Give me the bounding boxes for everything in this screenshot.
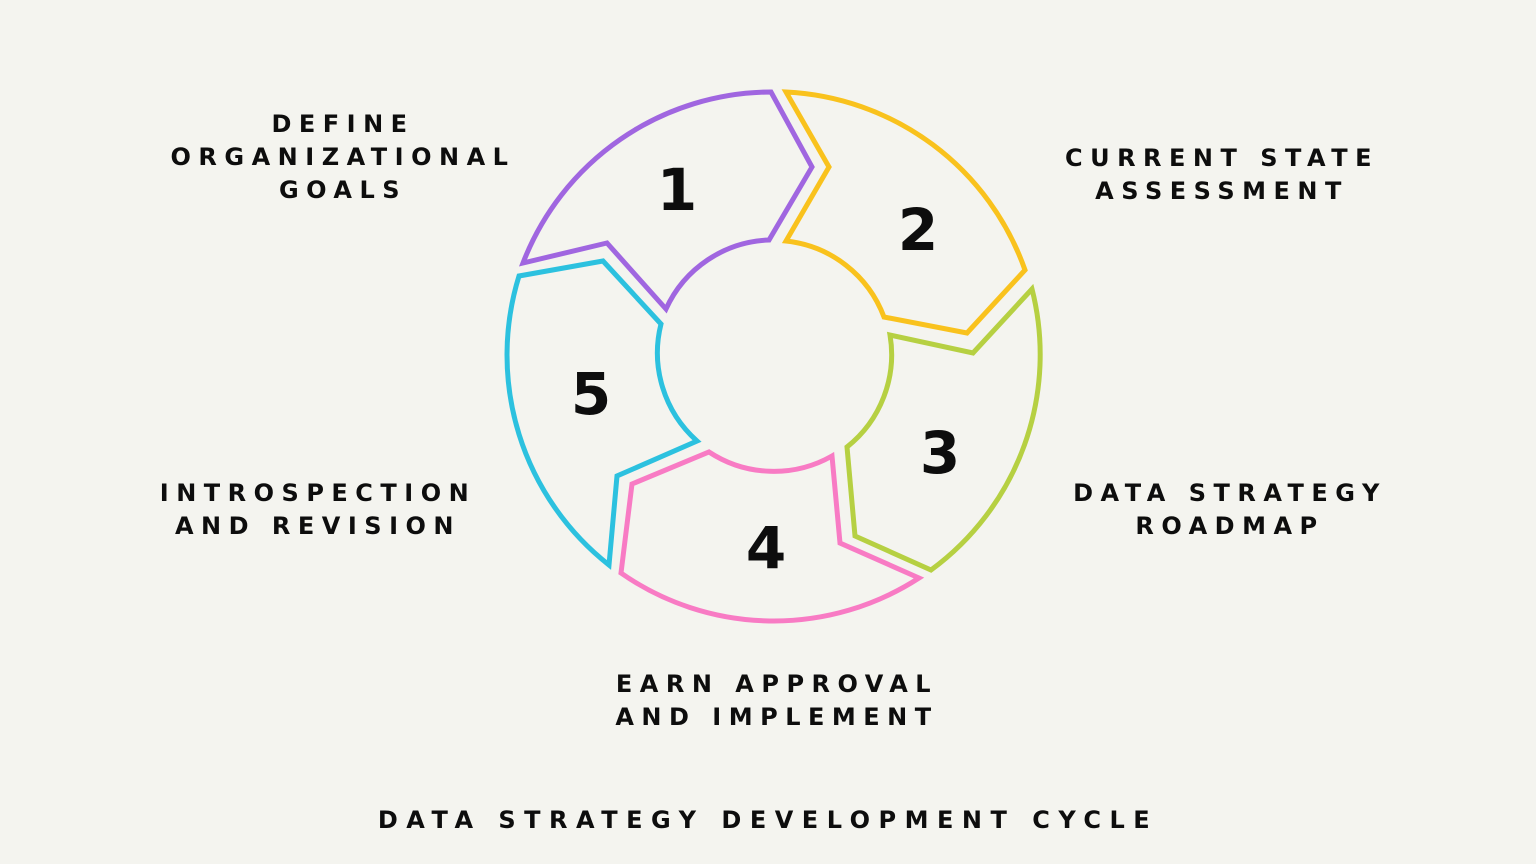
step-label-2-line-1: CURRENT STATE (1064, 144, 1380, 172)
step-label-1-line-2: ORGANIZATIONAL (170, 143, 516, 171)
step-label-4-line-1: EARN APPROVAL (615, 670, 939, 698)
cycle-segment-1 (518, 89, 815, 314)
step-label-5: INTROSPECTION AND REVISION (118, 477, 518, 543)
cycle-segment-5 (504, 258, 702, 570)
step-label-3-line-1: DATA STRATEGY (1073, 479, 1387, 507)
step-label-4-line-2: AND IMPLEMENT (615, 703, 939, 731)
step-label-1-line-1: DEFINE (271, 110, 415, 138)
step-label-4: EARN APPROVAL AND IMPLEMENT (577, 668, 977, 734)
step-number-2: 2 (898, 196, 938, 264)
step-label-1: DEFINE ORGANIZATIONAL GOALS (143, 108, 543, 207)
cycle-segment-4 (618, 449, 925, 624)
step-number-5: 5 (571, 360, 611, 428)
step-label-5-line-1: INTROSPECTION (159, 479, 477, 507)
step-label-3-line-2: ROADMAP (1135, 512, 1325, 540)
step-number-1: 1 (657, 156, 697, 224)
step-label-5-line-2: AND REVISION (174, 512, 462, 540)
step-label-2: CURRENT STATE ASSESSMENT (1022, 142, 1422, 208)
step-label-2-line-2: ASSESSMENT (1095, 177, 1349, 205)
step-number-4: 4 (746, 514, 786, 582)
diagram-title: DATA STRATEGY DEVELOPMENT CYCLE (377, 806, 1159, 834)
cycle-segment-3 (844, 283, 1043, 573)
step-label-1-line-3: GOALS (278, 176, 408, 204)
step-label-3: DATA STRATEGY ROADMAP (1030, 477, 1430, 543)
cycle-segment-2 (781, 89, 1028, 336)
step-number-3: 3 (920, 419, 960, 487)
